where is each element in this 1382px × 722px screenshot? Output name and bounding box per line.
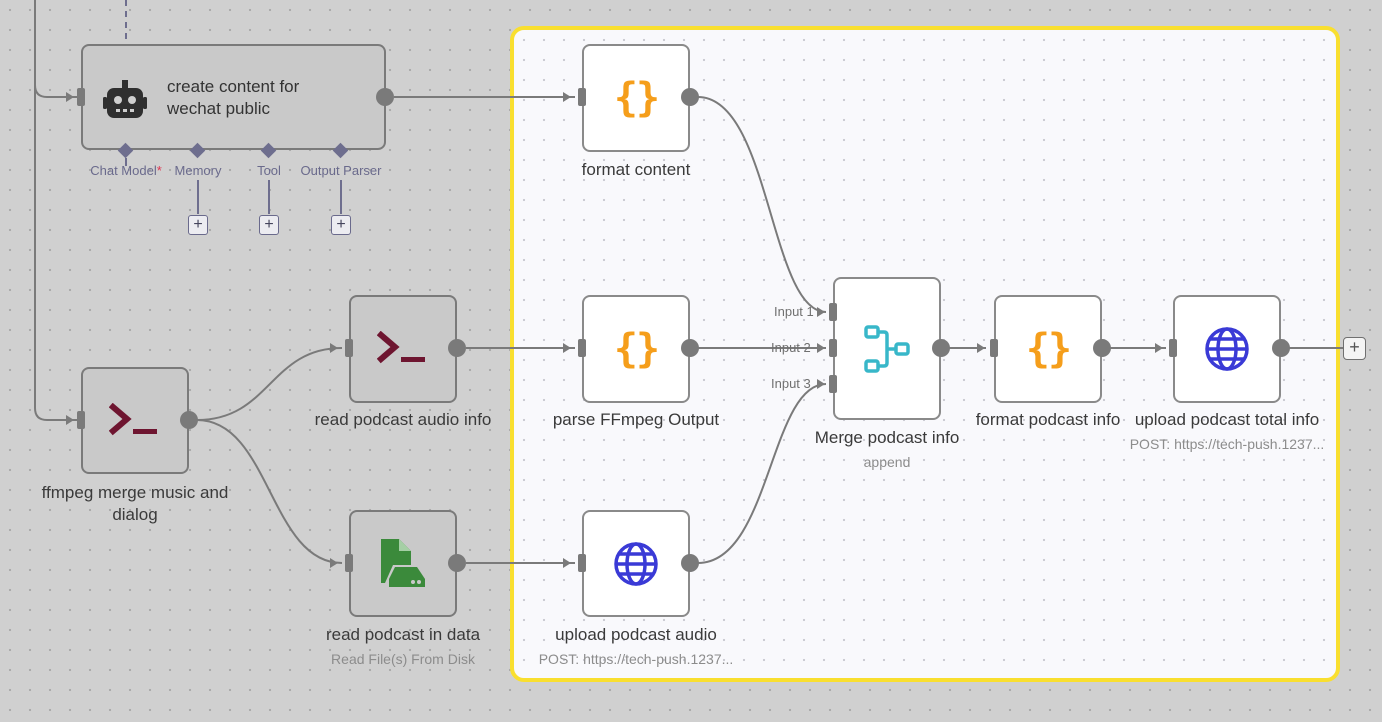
robot-icon [103, 80, 147, 118]
output-parser-label: Output Parser [300, 163, 382, 178]
wire-left-vertical [34, 0, 78, 98]
agent-node-create-content[interactable]: create content for wechat public [81, 44, 386, 150]
read-data-input-handle[interactable] [345, 554, 353, 572]
parse-input-handle[interactable] [578, 339, 586, 357]
merge-subtitle: append [863, 454, 911, 470]
globe-icon [1205, 327, 1249, 371]
node-ffmpeg-merge[interactable] [81, 367, 189, 474]
node-read-podcast-in-data[interactable] [349, 510, 457, 617]
add-output-parser-button[interactable]: + [331, 215, 351, 235]
globe-icon [614, 541, 658, 586]
merge-label: Merge podcast info [814, 428, 960, 447]
merge-input-2-label: Input 2 [771, 340, 811, 355]
read-audio-input-handle[interactable] [345, 339, 353, 357]
read-data-label: read podcast in data [325, 625, 481, 644]
node-merge-podcast-info[interactable] [833, 277, 941, 420]
merge-icon [864, 324, 910, 373]
braces-icon: {} [613, 326, 660, 372]
format-content-output-handle[interactable] [681, 88, 699, 106]
arrow-6 [330, 343, 338, 353]
braces-icon: {} [613, 75, 660, 121]
read-audio-output-handle[interactable] [448, 339, 466, 357]
agent-title-line1: create content for [167, 77, 300, 96]
braces-icon: {} [1025, 326, 1072, 372]
agent-node-title: create content for wechat public [167, 76, 299, 120]
read-data-output-handle[interactable] [448, 554, 466, 572]
add-memory-button[interactable]: + [188, 215, 208, 235]
ffmpeg-merge-label: ffmpeg merge music and dialog [42, 482, 229, 526]
ffmpeg-input-handle[interactable] [77, 411, 85, 429]
upload-audio-label: upload podcast audio [555, 625, 717, 644]
arrow-2 [66, 415, 74, 425]
node-parse-ffmpeg-output[interactable]: {} [582, 295, 690, 403]
chat-model-text: Chat Model [90, 163, 157, 178]
parse-ffmpeg-label: parse FFmpeg Output [552, 410, 720, 429]
ffmpeg-label-line2: dialog [112, 505, 158, 524]
agent-input-handle[interactable] [77, 88, 85, 106]
upload-audio-output-handle[interactable] [681, 554, 699, 572]
file-disk-icon [381, 538, 425, 587]
upload-total-label: upload podcast total info [1134, 410, 1320, 429]
agent-output-handle[interactable] [376, 88, 394, 106]
merge-input-2-handle[interactable] [829, 339, 837, 357]
format-info-label: format podcast info [975, 410, 1121, 429]
chat-model-label: Chat Model* [90, 163, 162, 178]
parse-output-handle[interactable] [681, 339, 699, 357]
upload-total-output-handle[interactable] [1272, 339, 1290, 357]
agent-title-line2: wechat public [167, 99, 271, 118]
add-tool-button[interactable]: + [259, 215, 279, 235]
ffmpeg-label-line1: ffmpeg merge music and [41, 483, 229, 502]
arrow-1 [66, 92, 74, 102]
upload-total-subtitle: POST: https://tech-push.1237... [1129, 436, 1325, 452]
node-upload-podcast-audio[interactable] [582, 510, 690, 617]
node-upload-podcast-total-info[interactable] [1173, 295, 1281, 403]
memory-label: Memory [174, 163, 222, 178]
node-format-podcast-info[interactable]: {} [994, 295, 1102, 403]
required-asterisk: * [156, 163, 162, 178]
merge-input-1-handle[interactable] [829, 303, 837, 321]
merge-input-1-label: Input 1 [774, 304, 814, 319]
format-info-output-handle[interactable] [1093, 339, 1111, 357]
upload-total-input-handle[interactable] [1169, 339, 1177, 357]
format-info-input-handle[interactable] [990, 339, 998, 357]
tool-label: Tool [257, 163, 281, 178]
arrow-7 [330, 558, 338, 568]
merge-output-handle[interactable] [932, 339, 950, 357]
read-data-subtitle: Read File(s) From Disk [331, 651, 475, 667]
format-content-input-handle[interactable] [578, 88, 586, 106]
read-audio-label: read podcast audio info [314, 410, 492, 429]
ffmpeg-output-handle[interactable] [180, 411, 198, 429]
node-read-podcast-audio-info[interactable] [349, 295, 457, 403]
terminal-icon [377, 331, 425, 364]
upload-audio-subtitle: POST: https://tech-push.1237... [538, 651, 734, 667]
merge-input-3-handle[interactable] [829, 375, 837, 393]
upload-audio-input-handle[interactable] [578, 554, 586, 572]
add-next-node-button[interactable]: + [1343, 337, 1366, 360]
node-format-content[interactable]: {} [582, 44, 690, 152]
format-content-label: format content [581, 160, 691, 179]
terminal-icon [109, 402, 157, 435]
wire-left-vertical-2 [34, 85, 78, 421]
merge-input-3-label: Input 3 [771, 376, 811, 391]
